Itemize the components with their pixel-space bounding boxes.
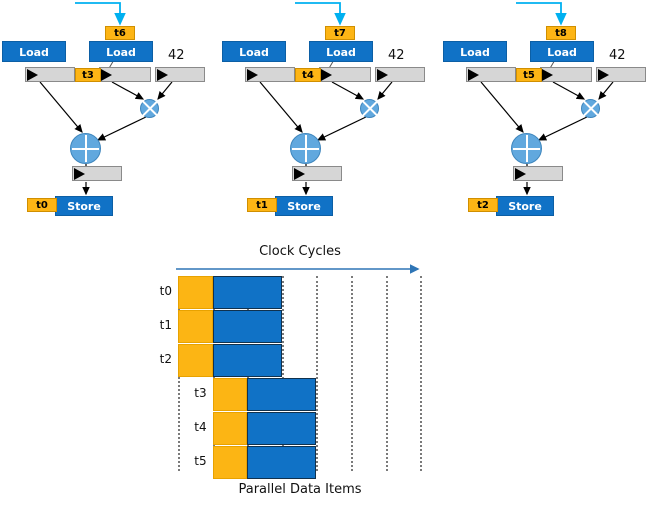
timeline-row: t2: [0, 344, 656, 377]
timeline-segment-wait: [212, 378, 248, 411]
load-node-left[interactable]: Load: [222, 41, 286, 62]
load-node-right[interactable]: Load: [309, 41, 373, 62]
timeline-row: t4: [0, 412, 656, 445]
add-icon: [511, 133, 542, 164]
timeline-segment-wait: [178, 310, 213, 343]
thread-badge-operand[interactable]: t5: [516, 68, 542, 82]
operand-bar-literal[interactable]: [155, 67, 205, 82]
operand-bar-store[interactable]: [292, 166, 342, 181]
timeline-row-label: t1: [159, 318, 172, 332]
timeline-row-label: t5: [194, 454, 207, 468]
load-node-left[interactable]: Load: [443, 41, 507, 62]
timeline-segment-wait: [178, 276, 213, 309]
thread-badge-store[interactable]: t0: [27, 198, 57, 212]
timeline-segment-execute: [212, 310, 282, 343]
clock-cycles-arrow: [176, 264, 420, 274]
timeline-row-label: t3: [194, 386, 207, 400]
load-node-right[interactable]: Load: [89, 41, 153, 62]
load-node-right[interactable]: Load: [530, 41, 594, 62]
operand-bar-left[interactable]: [245, 67, 295, 82]
timeline-segment-execute: [212, 344, 282, 377]
timeline-segment-execute: [212, 276, 282, 309]
thread-badge-operand[interactable]: t4: [295, 68, 321, 82]
thread-badge-operand[interactable]: t3: [75, 68, 101, 82]
store-node[interactable]: Store: [275, 196, 333, 216]
multiply-icon: [140, 99, 159, 118]
chart-xlabel: Parallel Data Items: [238, 482, 362, 497]
timeline-row: t3: [0, 378, 656, 411]
gridline: [281, 276, 284, 471]
thread-badge-load[interactable]: t8: [546, 26, 576, 40]
thread-badge-load[interactable]: t7: [325, 26, 355, 40]
timeline-segment-wait: [178, 344, 213, 377]
timeline-segment-wait: [212, 412, 248, 445]
dataflow-graph-2: Load Load t8 t5 42 Store t2: [441, 0, 656, 232]
add-icon: [290, 133, 321, 164]
dataflow-graph-0: Load Load t6 t3 42 Store t0: [0, 0, 220, 232]
timeline-segment-execute: [247, 446, 317, 479]
timeline-row-label: t0: [159, 284, 172, 298]
operand-bar-literal[interactable]: [375, 67, 425, 82]
gridline: [351, 276, 353, 471]
timeline-row: t1: [0, 310, 656, 343]
timeline-segment-execute: [247, 412, 317, 445]
gridline: [316, 276, 319, 471]
store-node[interactable]: Store: [55, 196, 113, 216]
thread-badge-load[interactable]: t6: [105, 26, 135, 40]
operand-bar-mid[interactable]: [540, 67, 592, 82]
literal-value: 42: [168, 48, 185, 63]
multiply-icon: [360, 99, 379, 118]
timeline-segment-execute: [247, 378, 317, 411]
timeline-row: t5: [0, 446, 656, 479]
literal-value: 42: [388, 48, 405, 63]
multiply-icon: [581, 99, 600, 118]
operand-bar-mid[interactable]: [99, 67, 151, 82]
timeline-segment-wait: [212, 446, 248, 479]
store-node[interactable]: Store: [496, 196, 554, 216]
gridline: [420, 276, 423, 471]
operand-bar-left[interactable]: [466, 67, 516, 82]
operand-bar-store[interactable]: [72, 166, 122, 181]
load-node-left[interactable]: Load: [2, 41, 66, 62]
operand-bar-store[interactable]: [513, 166, 563, 181]
thread-badge-store[interactable]: t1: [247, 198, 277, 212]
timeline-row-label: t4: [194, 420, 207, 434]
literal-value: 42: [609, 48, 626, 63]
timeline-row-label: t2: [159, 352, 172, 366]
add-icon: [70, 133, 101, 164]
operand-bar-literal[interactable]: [596, 67, 646, 82]
timeline-row: t0: [0, 276, 656, 309]
chart-title: Clock Cycles: [259, 244, 341, 259]
timeline-chart: Clock Cycles t0 t1 t2 t3 t4 t5 Parallel …: [0, 240, 656, 507]
operand-bar-left[interactable]: [25, 67, 75, 82]
dataflow-graph-1: Load Load t7 t4 42 Store t1: [220, 0, 440, 232]
gridline: [385, 276, 388, 471]
thread-badge-store[interactable]: t2: [468, 198, 498, 212]
operand-bar-mid[interactable]: [319, 67, 371, 82]
